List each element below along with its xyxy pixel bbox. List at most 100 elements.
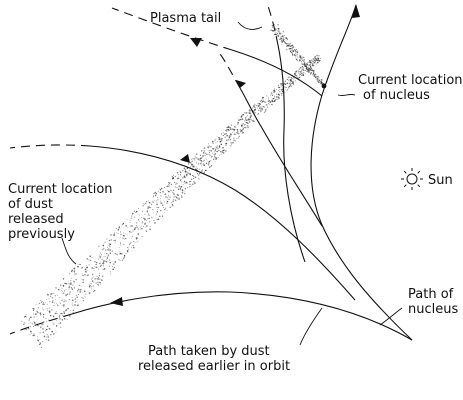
dust-speck <box>148 206 151 209</box>
dust-speck <box>279 88 281 90</box>
dust-speck <box>276 96 278 98</box>
dust-speck <box>184 190 186 192</box>
plasma-speck <box>278 29 279 31</box>
dust-speck <box>195 153 198 155</box>
dust-speck <box>103 259 105 262</box>
dust-speck <box>310 60 312 62</box>
dust-speck <box>63 306 65 308</box>
plasma-speck <box>281 43 283 45</box>
dust-speck <box>178 197 180 199</box>
dust-speck <box>71 296 73 299</box>
dust-speck <box>55 325 58 327</box>
dust-speck <box>265 110 267 112</box>
dust-speck <box>74 268 76 270</box>
dust-speck <box>166 196 168 198</box>
dust-speck <box>51 309 53 311</box>
dust-speck <box>174 175 176 178</box>
dust-speck <box>53 323 55 325</box>
dust-speck <box>195 157 197 159</box>
dust-speck <box>40 326 42 328</box>
dust-speck <box>90 283 92 285</box>
dust-speck <box>233 133 236 135</box>
plasma-speck <box>286 49 288 51</box>
plasma-speck <box>285 39 287 41</box>
dust-speck <box>201 151 203 152</box>
dust-speck <box>217 157 219 158</box>
dust-speck <box>31 322 33 324</box>
dust-speck <box>184 169 187 171</box>
dust-speck <box>47 339 50 341</box>
plasma-speck <box>282 35 284 37</box>
dust-speck <box>164 208 166 211</box>
dust-speck <box>46 299 47 301</box>
dust-speck <box>104 241 106 243</box>
dust-speck <box>108 239 110 242</box>
dust-speck <box>242 113 244 116</box>
dust-speck <box>261 107 263 110</box>
dust-speck <box>56 313 58 315</box>
dust-speck <box>257 114 259 116</box>
dust-speck <box>166 189 168 191</box>
dust-speck <box>301 72 303 74</box>
label-nucleus-line2: of nucleus <box>363 88 430 103</box>
dust-speck <box>118 233 120 234</box>
dust-speck <box>259 100 262 102</box>
dust-speck <box>61 287 63 289</box>
dust-speck <box>249 121 251 123</box>
dust-speck <box>155 192 158 195</box>
dust-speck <box>290 85 292 88</box>
dust-speck <box>76 305 78 307</box>
dust-speck <box>196 171 198 173</box>
dust-speck <box>25 314 27 315</box>
dust-speck <box>261 109 263 110</box>
dust-speck <box>214 146 216 148</box>
dust-speck <box>164 207 166 209</box>
dust-speck <box>289 84 292 86</box>
dust-speck <box>160 195 162 197</box>
dust-speck <box>157 199 159 201</box>
dust-speck <box>164 187 166 189</box>
plasma-speck <box>279 34 281 36</box>
dust-speck <box>91 277 93 279</box>
dust-speck <box>193 180 195 183</box>
dust-speck <box>172 199 175 201</box>
dust-speck <box>51 293 53 295</box>
dust-speck <box>46 303 48 305</box>
dust-speck <box>151 204 152 205</box>
plasma-speck <box>292 50 294 52</box>
label-dust-line1: Current location <box>8 182 113 197</box>
dust-speck <box>237 130 239 132</box>
dust-speck <box>172 200 174 202</box>
dust-speck <box>21 320 23 322</box>
dust-speck <box>72 305 74 307</box>
dust-speck <box>263 105 265 108</box>
dust-speck <box>39 344 41 345</box>
dust-speck <box>243 120 245 122</box>
dust-speck <box>218 146 221 148</box>
dust-speck <box>74 304 76 306</box>
plasma-speck <box>297 56 299 58</box>
dust-speck <box>91 267 93 269</box>
dust-speck <box>102 268 104 270</box>
dust-speck <box>317 58 320 60</box>
dust-speck <box>42 303 44 306</box>
dust-speck <box>112 234 115 236</box>
label-path-nucleus-line2: nucleus <box>408 302 458 317</box>
dust-speck <box>159 197 161 199</box>
dust-speck <box>312 59 313 61</box>
dust-speck <box>188 163 190 165</box>
dust-speck <box>70 310 71 311</box>
dust-speck <box>161 215 164 217</box>
dust-speck <box>224 133 226 135</box>
dust-speck <box>183 180 185 182</box>
dust-speck <box>271 99 273 101</box>
dust-speck <box>83 297 85 299</box>
dust-speck <box>225 150 227 152</box>
dust-speck <box>184 182 186 184</box>
dust-speck <box>254 108 257 110</box>
plasma-speck <box>278 27 280 29</box>
dust-speck <box>258 105 260 107</box>
dust-speck <box>75 298 76 300</box>
dust-speck <box>133 210 136 213</box>
dust-speck <box>159 191 162 194</box>
